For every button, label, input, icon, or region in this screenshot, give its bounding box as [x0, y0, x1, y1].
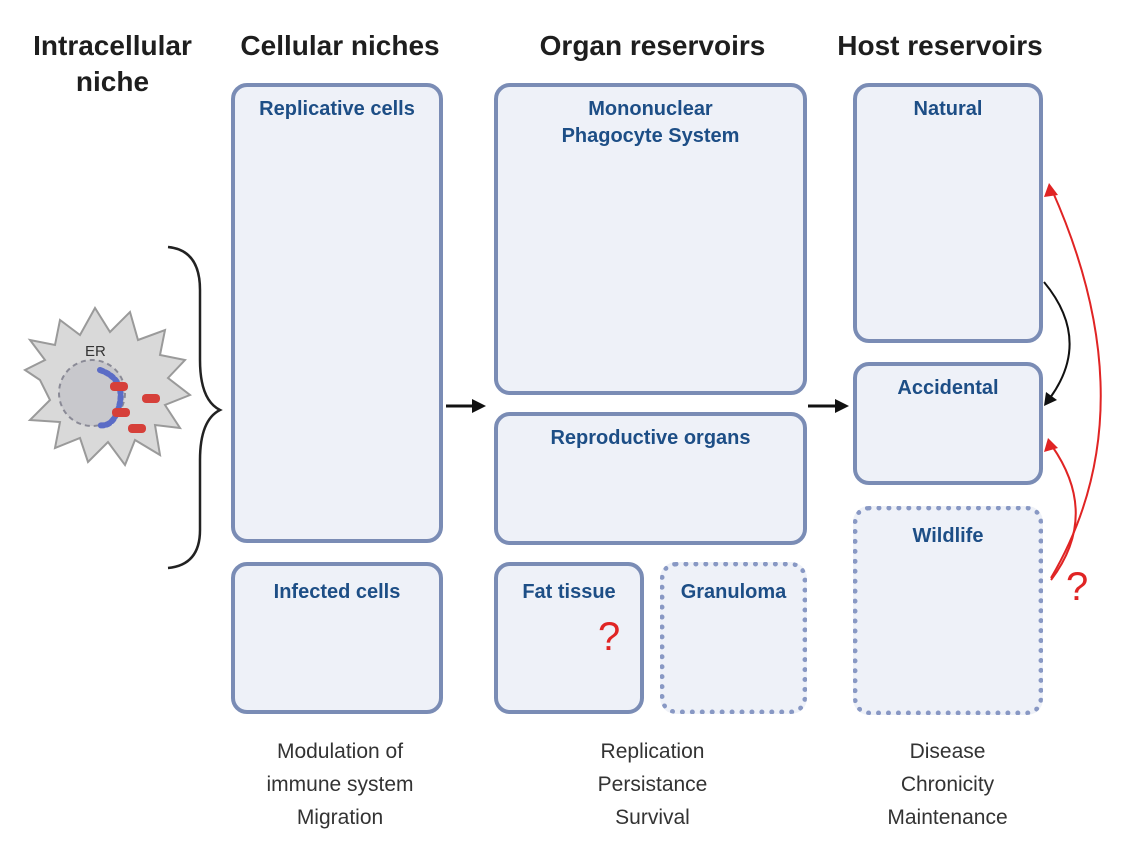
column-title-organ: Organ reservoirs: [490, 28, 815, 64]
wildlife-host-box: Wildlife: [853, 506, 1043, 715]
caption-organ: Replication Persistance Survival: [540, 735, 765, 834]
bacterium-icon: [112, 408, 130, 417]
flow-arrows: [446, 183, 1102, 581]
bacterium-icon: [110, 382, 128, 391]
er-label: ER: [85, 343, 106, 360]
arrow-wildlife-to-accidental: [1050, 445, 1077, 581]
infected-cells-box: Infected cells: [231, 562, 443, 714]
granuloma-box: Granuloma: [660, 562, 807, 714]
natural-host-box: Natural: [853, 83, 1043, 343]
caption-cellular-line-2: immune system: [266, 773, 414, 796]
replicative-cells-box: Replicative cells: [231, 83, 443, 543]
question-mark-fat: ?: [598, 615, 621, 659]
caption-host: Disease Chronicity Maintenance: [835, 735, 1060, 834]
curly-brace-icon: [167, 245, 223, 570]
caption-organ-line-3: Survival: [615, 806, 690, 829]
bacterium-icon: [142, 394, 160, 403]
caption-host-line-3: Maintenance: [887, 806, 1008, 829]
column-title-intracellular: Intracellular niche: [5, 28, 220, 100]
cellular-title-text: Cellular niches: [240, 30, 440, 61]
organ-title-text: Organ reservoirs: [539, 30, 766, 61]
question-mark-wildlife: ?: [1066, 565, 1089, 609]
mps-box: Mononuclear Phagocyte System: [494, 83, 807, 395]
caption-cellular-line-3: Migration: [296, 806, 384, 829]
caption-organ-line-2: Persistance: [597, 773, 708, 796]
host-title-text: Host reservoirs: [837, 30, 1043, 61]
accidental-host-title: Accidental: [897, 377, 999, 399]
macrophage-cell-icon: [23, 306, 192, 468]
accidental-host-box: Accidental: [853, 362, 1043, 485]
column-title-host: Host reservoirs: [820, 28, 1060, 64]
intracellular-title-text: Intracellular niche: [33, 30, 192, 97]
reproductive-organs-title: Reproductive organs: [550, 427, 751, 449]
column-title-cellular: Cellular niches: [225, 28, 455, 64]
infected-cells-title: Infected cells: [273, 581, 401, 603]
caption-host-line-2: Chronicity: [900, 773, 995, 796]
caption-cellular-line-1: Modulation of: [276, 740, 404, 763]
arrow-natural-to-accidental: [1043, 281, 1071, 399]
fat-tissue-title: Fat tissue: [522, 581, 616, 603]
reproductive-organs-box: Reproductive organs: [494, 412, 807, 545]
granuloma-title: Granuloma: [680, 581, 787, 603]
bacterium-icon: [128, 424, 146, 433]
caption-cellular: Modulation of immune system Migration: [225, 735, 455, 834]
mps-title: Mononuclear Phagocyte System: [561, 98, 740, 147]
natural-host-title: Natural: [913, 98, 983, 120]
caption-host-line-1: Disease: [909, 740, 986, 763]
replicative-cells-title: Replicative cells: [259, 98, 415, 120]
caption-organ-line-1: Replication: [600, 740, 705, 763]
fat-tissue-box: Fat tissue: [494, 562, 644, 714]
wildlife-host-title: Wildlife: [912, 525, 984, 547]
